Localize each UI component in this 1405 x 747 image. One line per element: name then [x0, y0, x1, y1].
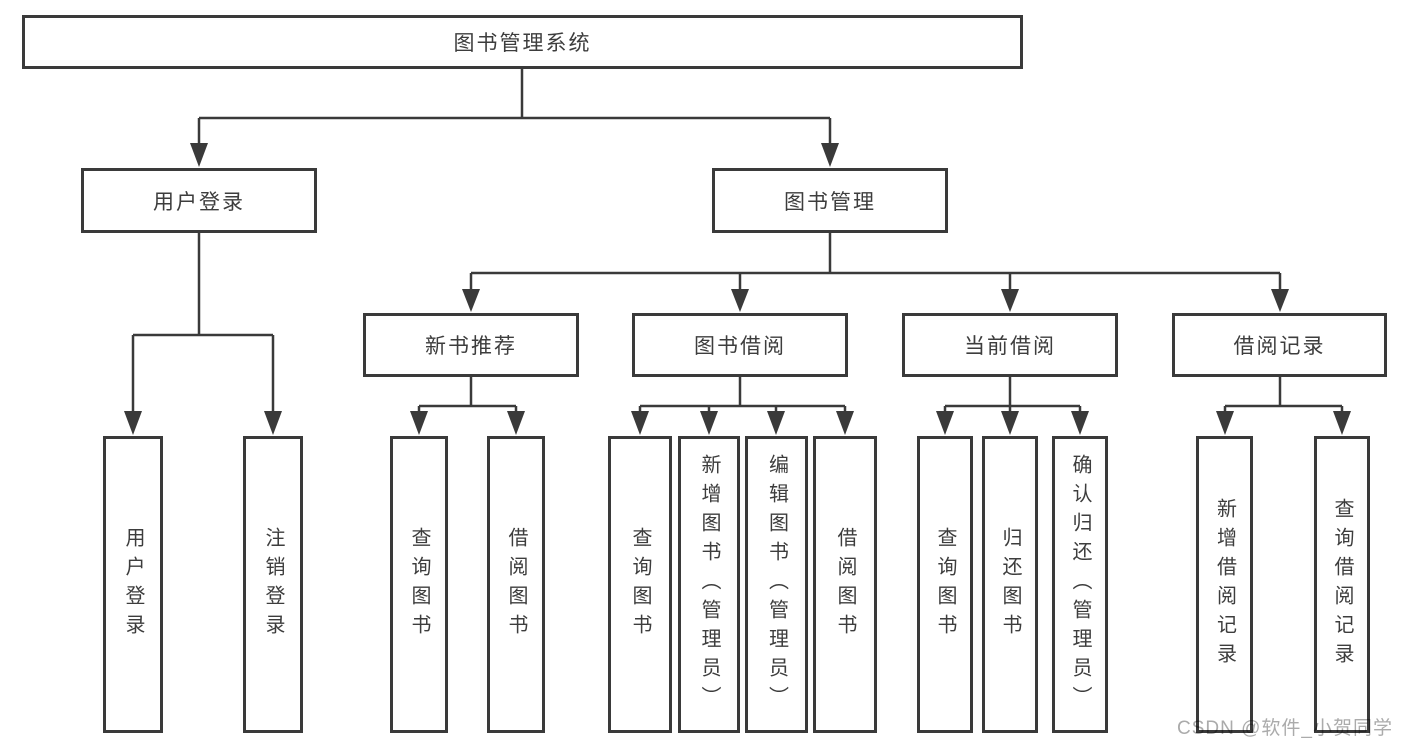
leaf-borrow-add-books-admin: 新增图书（管理员）	[678, 436, 740, 733]
leaf-borrow-query-books: 查询图书	[608, 436, 672, 733]
leaf-logout-label: 注销登录	[262, 526, 284, 643]
leaf-recommend-borrow-books: 借阅图书	[487, 436, 545, 733]
node-book-borrow: 图书借阅	[632, 313, 848, 377]
leaf-borrow-query-books-label: 查询图书	[629, 526, 651, 643]
leaf-current-query-books: 查询图书	[917, 436, 973, 733]
leaf-current-return-books: 归还图书	[982, 436, 1038, 733]
node-user-login: 用户登录	[81, 168, 317, 233]
node-borrow-records: 借阅记录	[1172, 313, 1387, 377]
node-current-borrow: 当前借阅	[902, 313, 1118, 377]
leaf-borrow-edit-books-admin: 编辑图书（管理员）	[745, 436, 808, 733]
leaf-records-add-record-label: 新增借阅记录	[1213, 497, 1236, 672]
node-library-management-system: 图书管理系统	[22, 15, 1023, 69]
arrowheads	[124, 143, 1351, 435]
leaf-borrow-add-books-admin-label: 新增图书（管理员）	[698, 454, 720, 715]
node-new-book-recommend: 新书推荐	[363, 313, 579, 377]
watermark: CSDN @软件_小贺同学	[1177, 718, 1393, 739]
leaf-recommend-query-books: 查询图书	[390, 436, 448, 733]
leaf-borrow-edit-books-admin-label: 编辑图书（管理员）	[765, 454, 788, 715]
leaf-user-login-label: 用户登录	[122, 526, 144, 643]
leaf-records-query-record: 查询借阅记录	[1314, 436, 1370, 733]
leaf-current-confirm-return-admin: 确认归还（管理员）	[1052, 436, 1108, 733]
leaf-current-query-books-label: 查询图书	[934, 526, 956, 643]
leaf-borrow-borrow-books: 借阅图书	[813, 436, 877, 733]
leaf-logout: 注销登录	[243, 436, 303, 733]
leaf-records-query-record-label: 查询借阅记录	[1331, 497, 1353, 672]
leaf-recommend-borrow-books-label: 借阅图书	[505, 526, 527, 643]
leaf-user-login: 用户登录	[103, 436, 163, 733]
leaf-borrow-borrow-books-label: 借阅图书	[834, 526, 856, 643]
leaf-current-confirm-return-admin-label: 确认归还（管理员）	[1069, 454, 1091, 715]
leaf-records-add-record: 新增借阅记录	[1196, 436, 1253, 733]
leaf-recommend-query-books-label: 查询图书	[408, 526, 430, 643]
node-book-management: 图书管理	[712, 168, 948, 233]
leaf-current-return-books-label: 归还图书	[999, 526, 1021, 643]
